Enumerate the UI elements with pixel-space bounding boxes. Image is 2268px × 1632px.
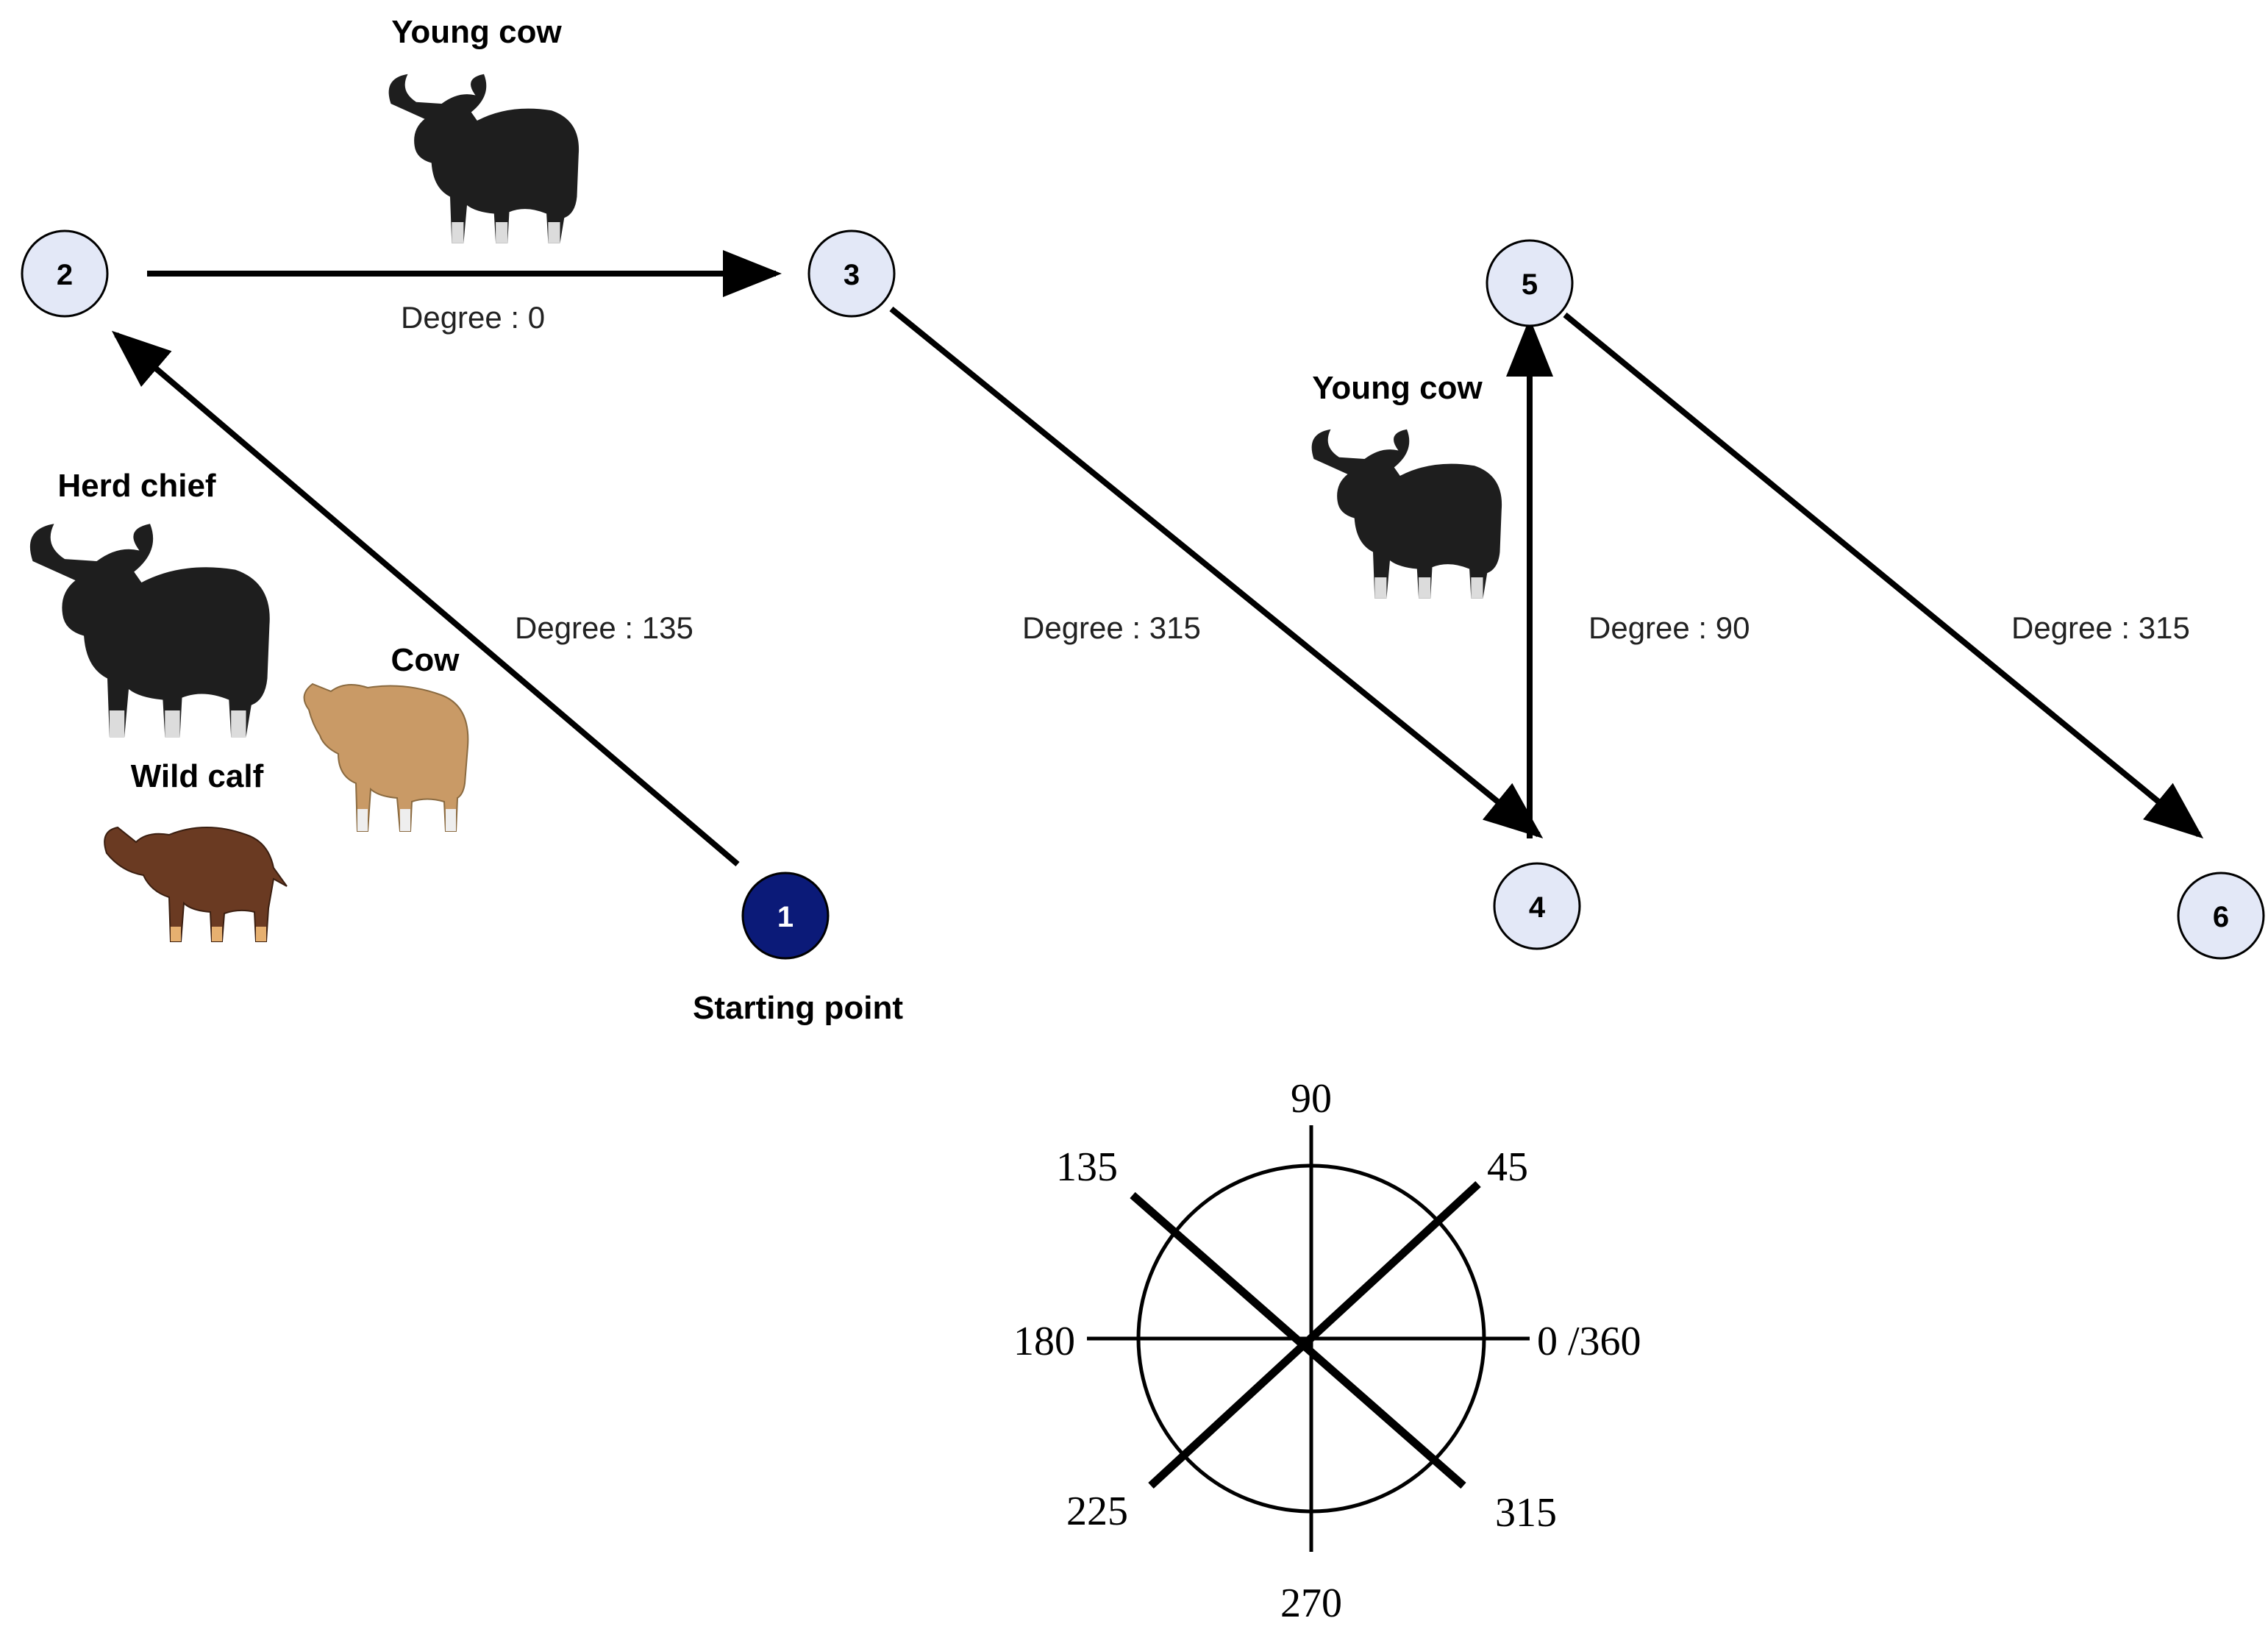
animal-young-cow-top: Young cow [388, 14, 580, 243]
animal-label: Cow [391, 642, 460, 678]
wild-calf-image [104, 826, 288, 942]
node-1-start: 1 [741, 872, 830, 960]
compass-label-135: 135 [1056, 1144, 1118, 1190]
node-6: 6 [2177, 872, 2265, 960]
compass-label-180: 180 [1013, 1319, 1075, 1364]
herd-chief-image [29, 524, 270, 738]
compass-diagonal-135-315 [1130, 1191, 1466, 1489]
edge-label-4-5: Degree : 90 [1588, 610, 1750, 645]
edge-label-2-3: Degree : 0 [401, 300, 545, 335]
young-cow-image [1311, 429, 1502, 599]
young-cow-image [388, 74, 580, 243]
edge-3-to-4 [889, 306, 1544, 839]
degree-compass: 90 45 0 /360 315 270 225 180 135 [1013, 1076, 1641, 1626]
starting-point-label: Starting point [693, 990, 903, 1026]
node-4: 4 [1493, 862, 1581, 950]
node-2: 2 [21, 229, 109, 318]
node-label: 3 [844, 259, 860, 291]
edge-5-to-6 [1563, 312, 2204, 839]
animal-wild-calf: Wild calf [104, 758, 288, 942]
compass-label-270: 270 [1280, 1581, 1342, 1626]
animal-herd-chief: Herd chief [29, 468, 270, 738]
node-3: 3 [807, 229, 896, 318]
node-label: 2 [57, 259, 73, 291]
node-label: 6 [2213, 901, 2229, 933]
animal-label: Young cow [1312, 370, 1483, 406]
node-5: 5 [1486, 239, 1574, 327]
animal-cow: Cow [303, 642, 469, 832]
node-label: 1 [777, 901, 794, 933]
cow-image [303, 683, 469, 832]
edge-label-5-6: Degree : 315 [2011, 610, 2190, 645]
animal-label: Herd chief [57, 468, 216, 504]
edge-label-1-2: Degree : 135 [515, 610, 693, 645]
animal-label: Wild calf [131, 758, 264, 794]
compass-label-315: 315 [1495, 1490, 1557, 1536]
node-label: 5 [1522, 268, 1538, 301]
node-label: 4 [1529, 891, 1546, 924]
compass-label-90: 90 [1291, 1076, 1332, 1122]
compass-diagonal-45-225 [1148, 1180, 1481, 1489]
compass-label-225: 225 [1066, 1489, 1128, 1534]
animal-young-cow-middle: Young cow [1311, 370, 1502, 599]
compass-label-0-360: 0 /360 [1537, 1319, 1641, 1364]
edge-1-to-2 [111, 330, 740, 867]
edge-label-3-4: Degree : 315 [1022, 610, 1201, 645]
animal-label: Young cow [391, 14, 562, 50]
compass-label-45: 45 [1487, 1144, 1528, 1190]
